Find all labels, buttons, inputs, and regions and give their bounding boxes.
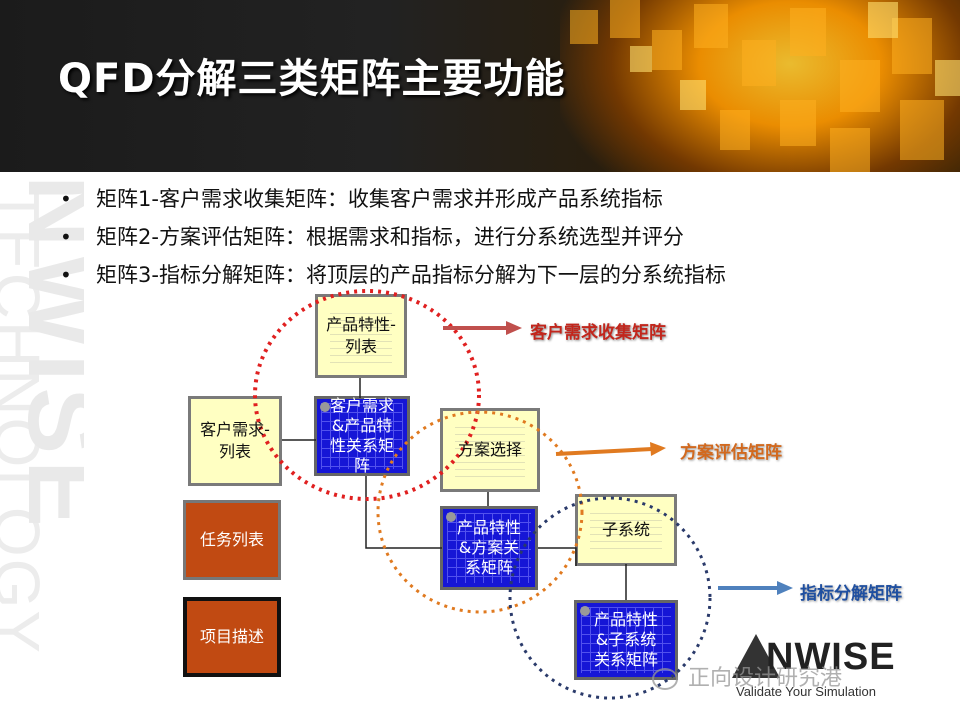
bullet-list: 矩阵1-客户需求收集矩阵：收集客户需求并形成产品系统指标 矩阵2-方案评估矩阵：… [60,184,726,298]
matrix2-label: 方案评估矩阵 [680,443,782,463]
customer-needs-list-box: 客户需求- 列表 [188,396,282,486]
wechat-watermark: 正向设计研究港 [652,660,842,692]
header-tiles-decoration [570,0,960,172]
scheme-selection-box: 方案选择 [440,408,540,492]
bullet-item: 矩阵3-指标分解矩阵：将顶层的产品指标分解为下一层的分系统指标 [60,260,726,298]
project-description-box: 项目描述 [183,597,281,677]
matrix3-label: 指标分解矩阵 [800,584,902,604]
matrix1-label: 客户需求收集矩阵 [530,323,666,343]
page-title: QFD分解三类矩阵主要功能 [58,56,566,102]
arrow-matrix2 [555,442,666,456]
bullet-item: 矩阵2-方案评估矩阵：根据需求和指标，进行分系统选型并评分 [60,222,726,260]
needs-features-matrix-box: 客户需求 &产品特 性关系矩 阵 [314,396,410,476]
logo-tagline: Validate Your Simulation [736,684,876,699]
arrow-matrix3 [718,581,793,595]
features-scheme-matrix-box: 产品特性 &方案关 系矩阵 [440,506,538,590]
nwise-logo: NWISE Validate Your Simulation [722,632,932,712]
task-list-box: 任务列表 [183,500,281,580]
logo-name: NWISE [766,636,896,678]
subsystem-box: 子系统 [575,494,677,566]
logo-triangle-icon [732,634,780,678]
bullet-item: 矩阵1-客户需求收集矩阵：收集客户需求并形成产品系统指标 [60,184,726,222]
product-features-list-box: 产品特性- 列表 [315,294,407,378]
header-banner: QFD分解三类矩阵主要功能 [0,0,960,172]
wechat-account-name: 正向设计研究港 [688,666,843,691]
arrow-matrix1 [443,321,522,335]
wechat-icon [652,668,678,690]
